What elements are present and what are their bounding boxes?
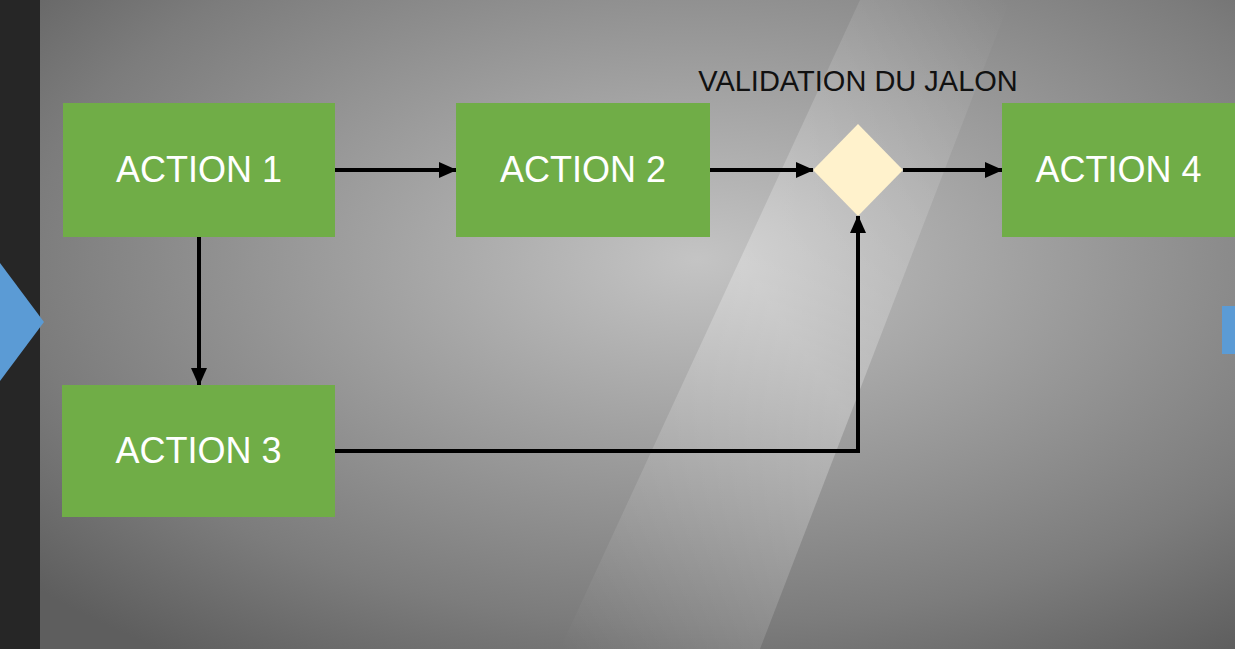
blue-chevron	[0, 263, 44, 381]
nebula-streak	[560, 0, 1010, 649]
nebula-panel	[40, 0, 1235, 649]
action-label: ACTION 4	[1035, 149, 1201, 190]
flow-arrow	[335, 168, 456, 172]
milestone-heading-holder: VALIDATION DU JALON	[698, 65, 1018, 98]
process-box: ACTION 4	[1002, 103, 1235, 237]
decision-diamond: VALIDATION DU JALON	[813, 124, 903, 216]
action-label: ACTION 2	[500, 149, 666, 190]
process-box: ACTION 2	[456, 103, 710, 237]
blue-tab	[1222, 306, 1235, 354]
action-label: ACTION 1	[116, 149, 282, 190]
flow-arrow	[710, 168, 813, 172]
process-box: ACTION 3	[62, 385, 335, 517]
flow-arrow	[335, 216, 858, 451]
process-box: ACTION 1	[63, 103, 335, 237]
milestone-label: VALIDATION DU JALON	[698, 65, 1018, 97]
action-label: ACTION 3	[115, 430, 281, 471]
diamond-fill	[813, 124, 903, 216]
flow-arrow	[903, 168, 1002, 172]
diamond-shape	[813, 124, 903, 216]
flow-arrow	[197, 237, 201, 385]
